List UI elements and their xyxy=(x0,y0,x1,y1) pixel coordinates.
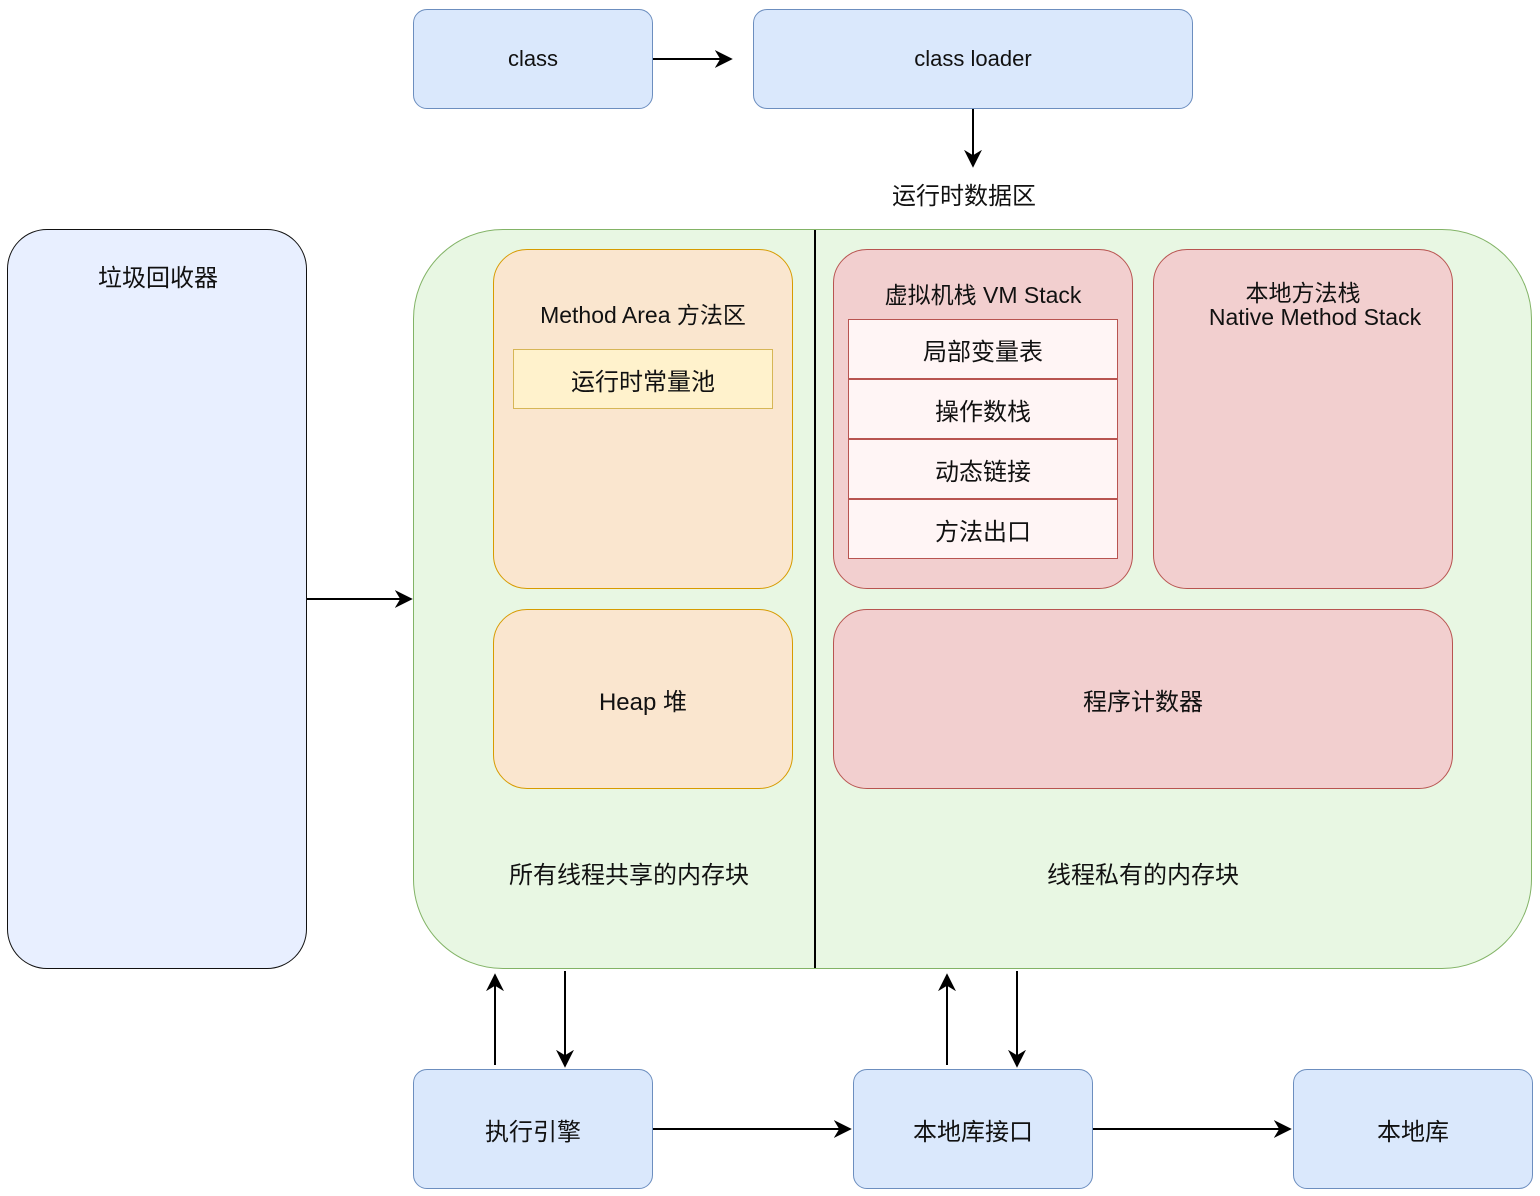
frame-operand-stack: 操作数栈 xyxy=(848,379,1118,439)
program-counter-box: 程序计数器 xyxy=(833,609,1453,789)
native-stack-title-line2: Native Method Stack xyxy=(1208,304,1422,330)
native-stack-title-line1: 本地方法栈 xyxy=(1245,280,1361,306)
frame-label: 动态链接 xyxy=(935,458,1031,486)
heap-label: Heap 堆 xyxy=(598,688,688,716)
native-library-box: 本地库 xyxy=(1293,1069,1533,1189)
garbage-collector-box: 垃圾回收器 xyxy=(7,229,307,969)
method-area-title: Method Area 方法区 xyxy=(540,302,746,328)
class-loader-box: class loader xyxy=(753,9,1193,109)
frame-local-variables: 局部变量表 xyxy=(848,319,1118,379)
method-area-box: Method Area 方法区 xyxy=(493,249,793,589)
frame-return-address: 方法出口 xyxy=(848,499,1118,559)
program-counter-label: 程序计数器 xyxy=(1083,688,1203,716)
frame-dynamic-link: 动态链接 xyxy=(848,439,1118,499)
frame-label: 局部变量表 xyxy=(923,338,1043,366)
constant-pool-box: 运行时常量池 xyxy=(513,349,773,409)
frame-label: 方法出口 xyxy=(935,518,1031,546)
class-label: class xyxy=(507,46,559,71)
frame-label: 操作数栈 xyxy=(935,398,1031,426)
class-loader-label: class loader xyxy=(914,46,1032,71)
native-library-label: 本地库 xyxy=(1377,1118,1449,1146)
execution-engine-label: 执行引擎 xyxy=(485,1118,581,1146)
heap-box: Heap 堆 xyxy=(493,609,793,789)
runtime-area-label: 运行时数据区 xyxy=(892,183,1036,210)
garbage-collector-label: 垃圾回收器 xyxy=(98,265,218,292)
private-region-label: 线程私有的内存块 xyxy=(1047,862,1239,889)
constant-pool-label: 运行时常量池 xyxy=(571,368,715,396)
native-interface-box: 本地库接口 xyxy=(853,1069,1093,1189)
shared-region-label: 所有线程共享的内存块 xyxy=(509,862,749,889)
native-method-stack-box: 本地方法栈 Native Method Stack xyxy=(1153,249,1453,589)
native-interface-label: 本地库接口 xyxy=(913,1118,1033,1146)
class-box: class xyxy=(413,9,653,109)
vm-stack-title: 虚拟机栈 VM Stack xyxy=(884,282,1082,308)
execution-engine-box: 执行引擎 xyxy=(413,1069,653,1189)
